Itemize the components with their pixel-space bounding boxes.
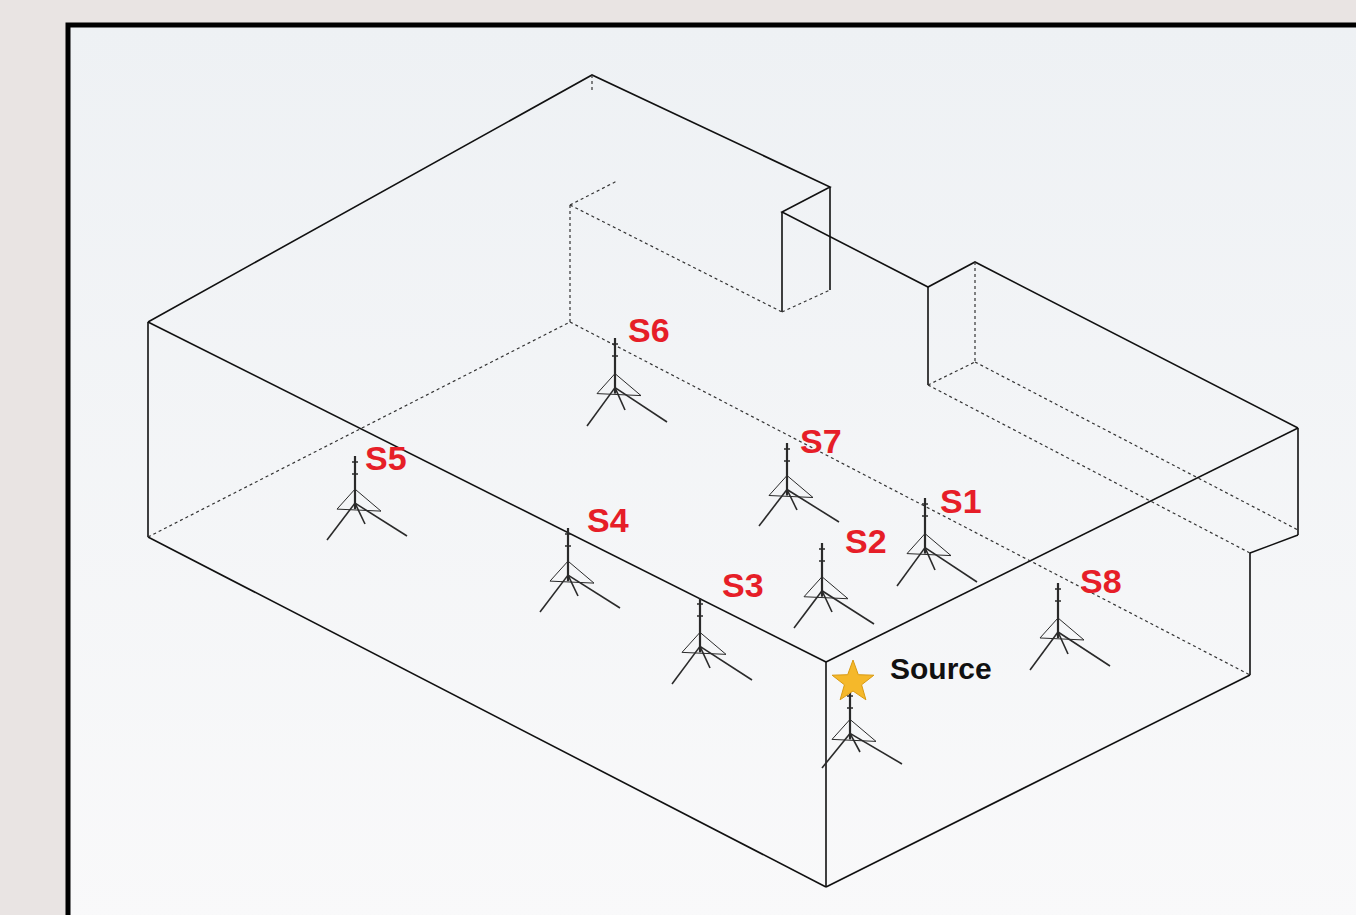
tripod [822, 690, 902, 768]
source-label: Source [890, 654, 992, 684]
tripod [587, 338, 667, 426]
sensor-label: S2 [845, 524, 887, 558]
sensor-label: S7 [800, 424, 842, 458]
tripod [540, 528, 620, 612]
source-star [832, 660, 874, 700]
sensor-label: S8 [1080, 564, 1122, 598]
sensor-label: S1 [940, 484, 982, 518]
sensor-label: S5 [365, 441, 407, 475]
tripod [672, 598, 752, 684]
sensor-label: S6 [628, 313, 670, 347]
hidden-edges [148, 75, 1298, 675]
sensor-label: S4 [587, 503, 629, 537]
frame [68, 25, 1356, 915]
room-outline [148, 75, 1298, 887]
sensor-label: S3 [722, 568, 764, 602]
tripod-stands [327, 338, 1110, 768]
